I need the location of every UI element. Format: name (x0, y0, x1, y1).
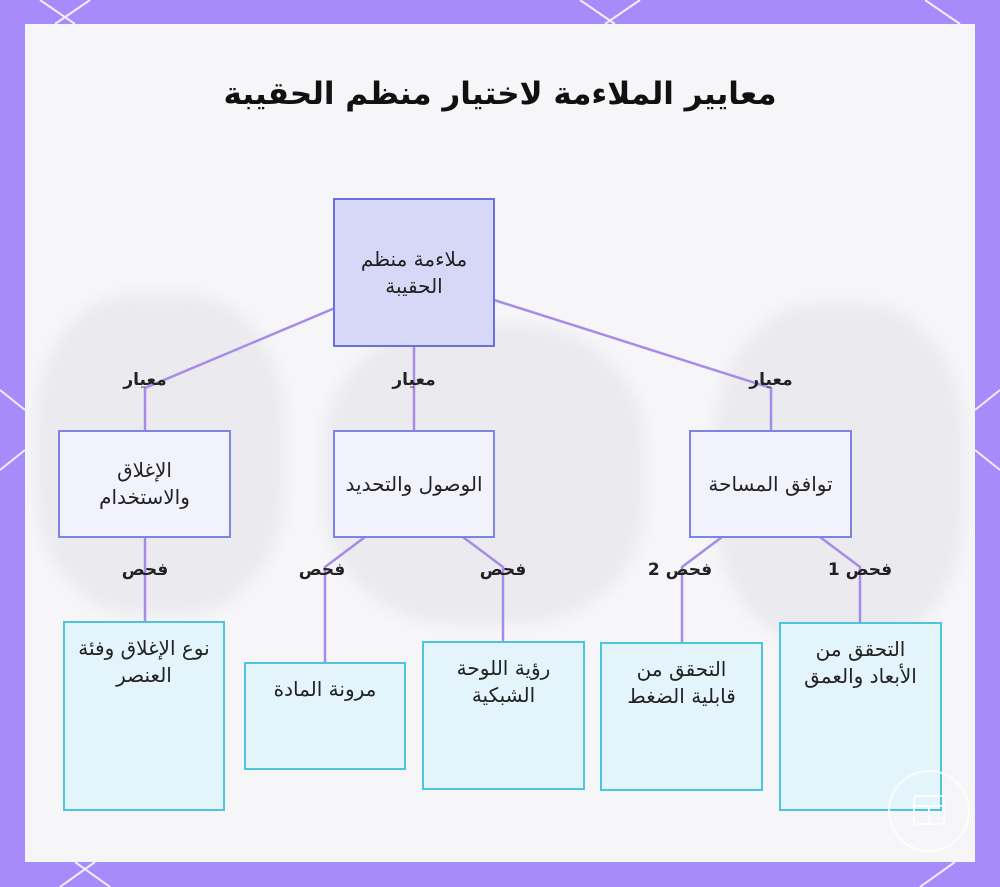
edge-label-check: فحص (299, 560, 346, 580)
root-node: ملاءمة منظم الحقيبة (333, 198, 495, 347)
check-closure-type: نوع الإغلاق وفئة العنصر (63, 621, 225, 811)
edge-label-check: فحص 1 (828, 560, 892, 580)
criterion-space-fit: توافق المساحة (689, 430, 852, 538)
connector-root-to-closure (145, 308, 335, 432)
connector-access-to-flex (325, 537, 365, 663)
edge-label-criterion: معيار (123, 370, 166, 390)
check-material-flexibility: مرونة المادة (244, 662, 406, 770)
edge-label-check: فحص 2 (648, 560, 712, 580)
connector-space-to-dimensions (820, 537, 860, 623)
criterion-label: الإغلاق والاستخدام (70, 457, 219, 511)
check-compressibility: التحقق من قابلية الضغط (600, 642, 763, 791)
check-label: رؤية اللوحة الشبكية (434, 655, 573, 709)
criterion-label: الوصول والتحديد (346, 471, 483, 498)
logo-badge-icon (888, 770, 970, 852)
connector-space-to-compress (682, 537, 722, 643)
check-label: نوع الإغلاق وفئة العنصر (75, 635, 213, 689)
edge-label-check: فحص (122, 560, 169, 580)
check-label: التحقق من قابلية الضغط (612, 656, 751, 710)
connector-root-to-space (494, 300, 771, 432)
edge-label-check: فحص (480, 560, 527, 580)
criterion-closure-usage: الإغلاق والاستخدام (58, 430, 231, 538)
criterion-access-identification: الوصول والتحديد (333, 430, 495, 538)
edge-label-criterion: معيار (749, 370, 792, 390)
check-label: التحقق من الأبعاد والعمق (791, 636, 930, 690)
logo-badge-glyph (890, 772, 968, 850)
criterion-label: توافق المساحة (708, 471, 832, 498)
root-node-label: ملاءمة منظم الحقيبة (345, 246, 483, 300)
check-label: مرونة المادة (274, 676, 377, 703)
edge-label-criterion: معيار (392, 370, 435, 390)
connector-access-to-mesh (463, 537, 503, 642)
check-mesh-visibility: رؤية اللوحة الشبكية (422, 641, 585, 790)
